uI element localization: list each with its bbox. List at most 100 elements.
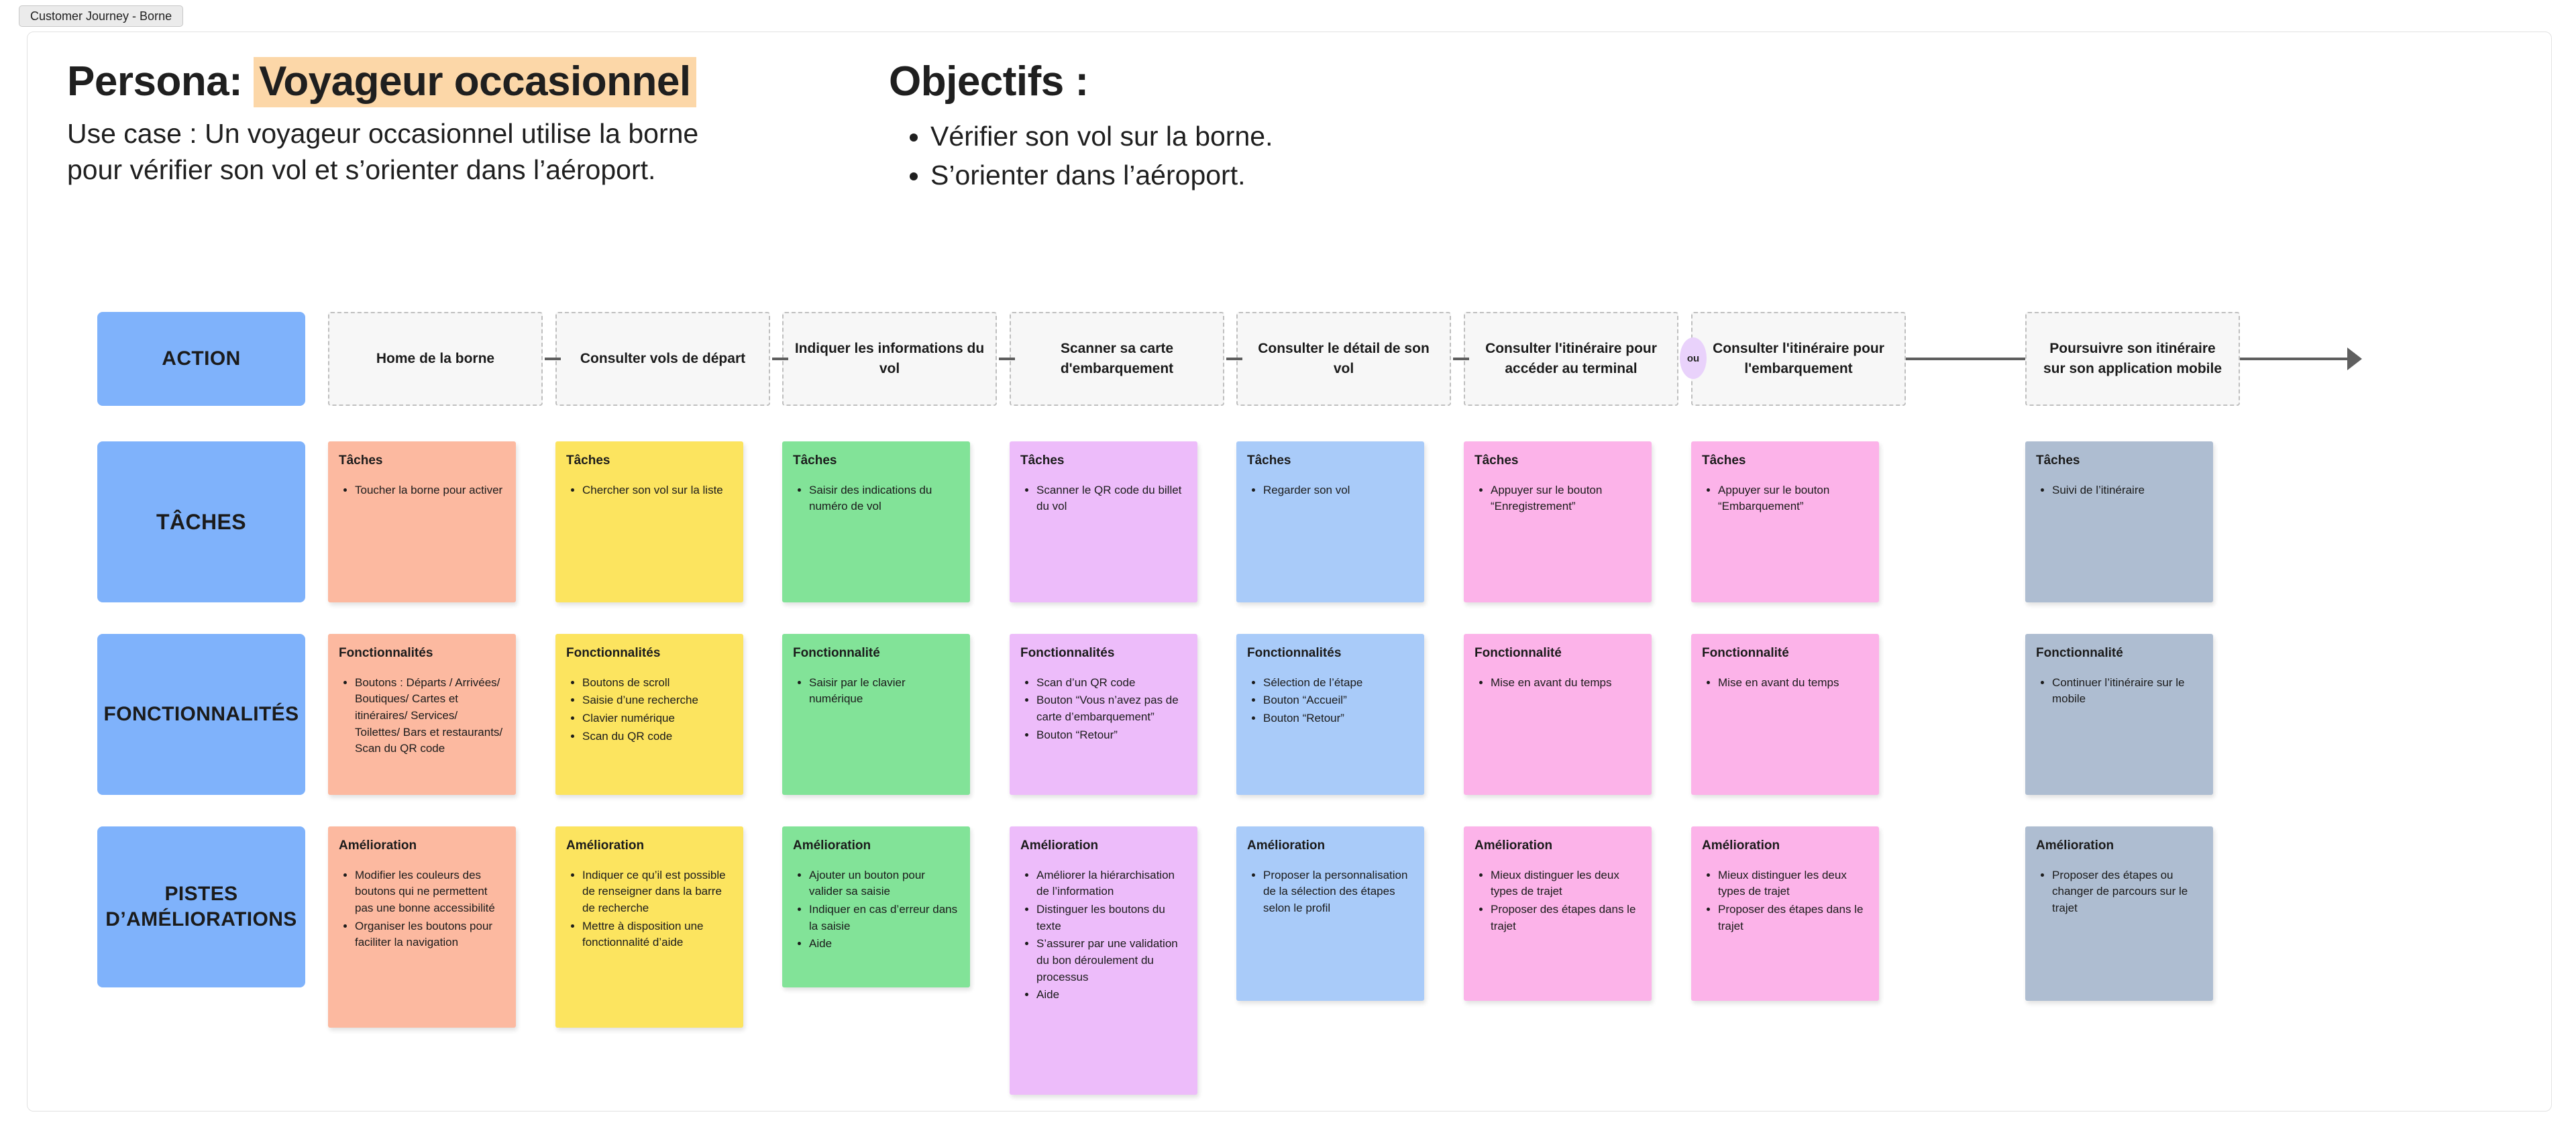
persona-block: Persona: Voyageur occasionnel Use case :… [67, 57, 818, 188]
amelioration-note-title: Amélioration [1474, 839, 1553, 853]
amelioration-note[interactable]: AméliorationMieux distinguer les deux ty… [1691, 826, 1879, 1001]
fonctionnalites-note[interactable]: FonctionnalitéMise en avant du temps [1691, 634, 1879, 795]
taches-note[interactable]: TâchesRegarder son vol [1236, 441, 1424, 602]
action-step-label: Poursuivre son itinéraire sur son applic… [2043, 341, 2222, 376]
taches-note[interactable]: TâchesSuivi de l’itinéraire [2025, 441, 2213, 602]
list-item: Boutons de scroll [582, 675, 733, 692]
taches-note[interactable]: TâchesAppuyer sur le bouton “Enregistrem… [1464, 441, 1652, 602]
fonctionnalites-note-list: Mise en avant du temps [1702, 675, 1868, 692]
action-step-label: Consulter le détail de son vol [1258, 341, 1430, 376]
list-item: S’assurer par une validation du bon déro… [1036, 936, 1187, 985]
row-label-pistes-ameliorations: PISTES D’AMÉLIORATIONS [97, 826, 305, 987]
action-step-label: Consulter vols de départ [580, 351, 746, 367]
action-step-card[interactable]: Consulter l'itinéraire pour accéder au t… [1464, 312, 1678, 406]
fonctionnalites-note-title: Fonctionnalité [2036, 646, 2123, 660]
ou-alternative-badge: ou [1680, 337, 1707, 379]
fonctionnalites-note[interactable]: FonctionnalitéContinuer l’itinéraire sur… [2025, 634, 2213, 795]
taches-note[interactable]: TâchesChercher son vol sur la liste [555, 441, 743, 602]
fonctionnalites-note-title: Fonctionnalité [1474, 646, 1562, 660]
amelioration-note-list: Mieux distinguer les deux types de traje… [1702, 867, 1868, 935]
list-item: Suivi de l’itinéraire [2052, 482, 2202, 499]
persona-label: Persona: [67, 58, 243, 105]
action-step-label: Consulter l'itinéraire pour l'embarqueme… [1713, 341, 1884, 376]
list-item: Bouton “Accueil” [1263, 692, 1413, 709]
action-step-card[interactable]: Consulter vols de départ [555, 312, 770, 406]
list-item: Proposer des étapes dans le trajet [1718, 902, 1868, 934]
list-item: Boutons : Départs / Arrivées/ Boutiques/… [355, 675, 505, 757]
taches-note-title: Tâches [1702, 453, 1746, 468]
action-step-card[interactable]: Scanner sa carte d'embarquement [1010, 312, 1224, 406]
taches-note-title: Tâches [1474, 453, 1519, 468]
taches-note-title: Tâches [1247, 453, 1291, 468]
amelioration-note-title: Amélioration [566, 839, 645, 853]
fonctionnalites-note[interactable]: FonctionnalitésScan d’un QR codeBouton “… [1010, 634, 1197, 795]
fonctionnalites-note[interactable]: FonctionnalitésBoutons de scrollSaisie d… [555, 634, 743, 795]
taches-note[interactable]: TâchesScanner le QR code du billet du vo… [1010, 441, 1197, 602]
list-item: Organiser les boutons pour faciliter la … [355, 918, 505, 951]
journey-arrow-icon [2347, 347, 2362, 370]
amelioration-note[interactable]: AméliorationProposer la personnalisation… [1236, 826, 1424, 1001]
action-step-card[interactable]: Consulter l'itinéraire pour l'embarqueme… [1691, 312, 1906, 406]
step-connector-dash [999, 358, 1015, 360]
taches-note-title: Tâches [566, 453, 610, 468]
amelioration-note-list: Améliorer la hiérarchisation de l’inform… [1020, 867, 1187, 1004]
list-item: Aide [1036, 987, 1187, 1004]
amelioration-note[interactable]: AméliorationProposer des étapes ou chang… [2025, 826, 2213, 1001]
list-item: Indiquer ce qu’il est possible de rensei… [582, 867, 733, 917]
amelioration-note[interactable]: AméliorationMieux distinguer les deux ty… [1464, 826, 1652, 1001]
taches-note[interactable]: TâchesSaisir des indications du numéro d… [782, 441, 970, 602]
fonctionnalites-note[interactable]: FonctionnalitéMise en avant du temps [1464, 634, 1652, 795]
list-item: Sélection de l’étape [1263, 675, 1413, 692]
taches-note-list: Suivi de l’itinéraire [2036, 482, 2202, 499]
fonctionnalites-note[interactable]: FonctionnalitésBoutons : Départs / Arriv… [328, 634, 516, 795]
taches-note-title: Tâches [793, 453, 837, 468]
amelioration-note-list: Modifier les couleurs des boutons qui ne… [339, 867, 505, 951]
fonctionnalites-note-list: Mise en avant du temps [1474, 675, 1641, 692]
objectifs-block: Objectifs : Vérifier son vol sur la born… [889, 57, 1493, 195]
list-item: Saisir des indications du numéro de vol [809, 482, 959, 515]
list-item: Appuyer sur le bouton “Enregistrement” [1491, 482, 1641, 515]
amelioration-note-list: Ajouter un bouton pour valider sa saisie… [793, 867, 959, 953]
taches-note-list: Appuyer sur le bouton “Enregistrement” [1474, 482, 1641, 515]
objectifs-list: Vérifier son vol sur la borne. S’oriente… [889, 117, 1493, 195]
list-item: Regarder son vol [1263, 482, 1413, 499]
taches-note-list: Scanner le QR code du billet du vol [1020, 482, 1187, 515]
taches-note-list: Appuyer sur le bouton “Embarquement” [1702, 482, 1868, 515]
journey-end-line [2240, 358, 2347, 360]
list-item: Mise en avant du temps [1491, 675, 1641, 692]
list-item: Mettre à disposition une fonctionnalité … [582, 918, 733, 951]
amelioration-note[interactable]: AméliorationIndiquer ce qu’il est possib… [555, 826, 743, 1028]
taches-note[interactable]: TâchesAppuyer sur le bouton “Embarquemen… [1691, 441, 1879, 602]
amelioration-note[interactable]: AméliorationAméliorer la hiérarchisation… [1010, 826, 1197, 1095]
action-step-card[interactable]: Poursuivre son itinéraire sur son applic… [2025, 312, 2240, 406]
window-tab-chip[interactable]: Customer Journey - Borne [19, 5, 184, 27]
step-connector-dash [1226, 358, 1242, 360]
list-item: Proposer des étapes dans le trajet [1491, 902, 1641, 934]
action-step-card[interactable]: Indiquer les informations du vol [782, 312, 997, 406]
list-item: Mise en avant du temps [1718, 675, 1868, 692]
list-item: Aide [809, 936, 959, 953]
taches-note[interactable]: TâchesToucher la borne pour activer [328, 441, 516, 602]
window-tab-label: Customer Journey - Borne [30, 9, 172, 23]
fonctionnalites-note[interactable]: FonctionnalitésSélection de l’étapeBouto… [1236, 634, 1424, 795]
list-item: Appuyer sur le bouton “Embarquement” [1718, 482, 1868, 515]
fonctionnalites-note[interactable]: FonctionnalitéSaisir par le clavier numé… [782, 634, 970, 795]
taches-note-list: Regarder son vol [1247, 482, 1413, 499]
row-label-fonctionnalites: FONCTIONNALITÉS [97, 634, 305, 795]
amelioration-note[interactable]: AméliorationModifier les couleurs des bo… [328, 826, 516, 1028]
list-item: Modifier les couleurs des boutons qui ne… [355, 867, 505, 917]
list-item: Mieux distinguer les deux types de traje… [1491, 867, 1641, 900]
fonctionnalites-note-title: Fonctionnalité [793, 646, 880, 660]
amelioration-note-title: Amélioration [1020, 839, 1099, 853]
persona-title: Persona: Voyageur occasionnel [67, 57, 818, 107]
action-step-card[interactable]: Home de la borne [328, 312, 543, 406]
fonctionnalites-note-title: Fonctionnalités [339, 646, 433, 660]
step-connector-dash [1453, 358, 1469, 360]
amelioration-note[interactable]: AméliorationAjouter un bouton pour valid… [782, 826, 970, 987]
taches-note-title: Tâches [339, 453, 383, 468]
use-case-text: Use case : Un voyageur occasionnel utili… [67, 118, 699, 186]
objectif-item: S’orienter dans l’aéroport. [930, 156, 1493, 195]
persona-name-highlight: Voyageur occasionnel [254, 57, 696, 107]
action-step-card[interactable]: Consulter le détail de son vol [1236, 312, 1451, 406]
